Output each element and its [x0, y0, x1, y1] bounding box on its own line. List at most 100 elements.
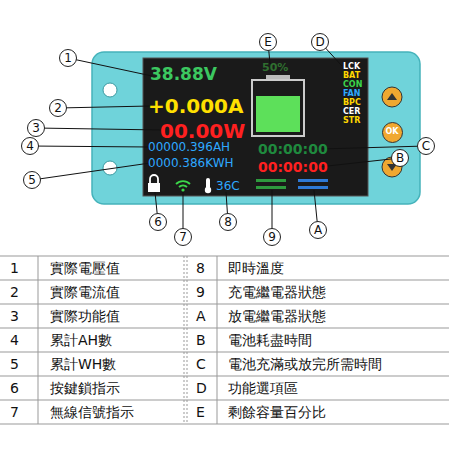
callout-text: 2 — [54, 102, 62, 114]
screen-reading: FAN — [343, 90, 360, 98]
table-rule — [187, 256, 188, 424]
callout-text: 9 — [268, 231, 276, 243]
table-cell: 3 — [10, 309, 19, 323]
screen-reading: +0.000A — [148, 96, 244, 116]
relay-status-mark — [298, 179, 328, 182]
table-cell: B — [196, 333, 206, 347]
callout-number: 5 — [23, 171, 41, 189]
screen-reading: 36C — [216, 180, 240, 192]
lock-icon — [148, 183, 160, 192]
table-rule — [0, 376, 449, 377]
table-rule — [0, 424, 449, 425]
table-cell: 9 — [196, 285, 205, 299]
screen-reading: BPC — [343, 99, 361, 107]
callout-number: 8 — [219, 213, 237, 231]
callout-text: A — [314, 224, 322, 236]
table-cell: 6 — [10, 381, 19, 395]
callout-number: 6 — [149, 213, 167, 231]
table-cell: 功能選項區 — [228, 381, 298, 395]
table-cell: D — [196, 381, 207, 395]
table-rule — [0, 328, 449, 329]
table-cell: E — [196, 405, 205, 419]
table-cell: 累計WH數 — [50, 357, 116, 371]
leader-line — [32, 163, 150, 180]
callout-text: B — [396, 152, 404, 164]
table-cell: 1 — [10, 261, 19, 275]
up-arrow — [387, 93, 397, 100]
screen-reading: STR — [343, 117, 360, 125]
screen-reading: 00.00W — [160, 121, 245, 141]
screen-reading: CER — [343, 108, 361, 116]
relay-status-mark — [256, 186, 286, 189]
leader-line — [30, 146, 150, 147]
callout-text: 5 — [28, 174, 36, 186]
screen-reading: 38.88V — [150, 66, 217, 83]
button-label: OK — [386, 128, 399, 136]
callout-text: C — [422, 140, 430, 152]
table-rule — [217, 256, 218, 424]
screen-reading: 50% — [262, 62, 288, 73]
leader-line — [36, 128, 162, 130]
table-cell: 即時溫度 — [228, 261, 284, 275]
table-cell: 實際功能值 — [50, 309, 120, 323]
screen-reading: BAT — [343, 72, 360, 80]
screen-reading: 00:00:00 — [258, 142, 328, 156]
battery-outline — [252, 80, 304, 136]
callout-number: 1 — [59, 49, 77, 67]
callout-number: 4 — [21, 137, 39, 155]
table-cell: 7 — [10, 405, 19, 419]
mounting-hole — [103, 83, 117, 97]
leader-line — [320, 146, 426, 149]
table-cell: 實際電流值 — [50, 285, 120, 299]
table-cell: 電池充滿或放完所需時間 — [228, 357, 382, 371]
leader-line — [68, 58, 152, 76]
leader-line — [318, 158, 400, 167]
table-cell: 實際電壓值 — [50, 261, 120, 275]
callout-text: D — [315, 36, 324, 48]
wifi-icon — [181, 188, 184, 191]
callout-number: B — [391, 149, 409, 167]
table-rule — [0, 352, 449, 353]
callout-text: 6 — [154, 216, 162, 228]
callout-number: 9 — [263, 228, 281, 246]
table-rule — [0, 400, 449, 401]
table-cell: 累計AH數 — [50, 333, 112, 347]
table-rule — [0, 304, 449, 305]
screen-reading: CON — [343, 81, 362, 89]
callout-number: A — [309, 221, 327, 239]
callout-text: 1 — [64, 52, 72, 64]
thermometer-icon — [205, 187, 211, 193]
table-cell: 按鍵鎖指示 — [50, 381, 120, 395]
table-cell: 無線信號指示 — [50, 405, 134, 419]
screen-reading: 00000.396AH — [148, 141, 230, 153]
callout-number: D — [311, 33, 329, 51]
table-cell: 5 — [10, 357, 19, 371]
table-cell: C — [196, 357, 206, 371]
relay-status-mark — [256, 179, 286, 182]
relay-status-mark — [298, 186, 328, 189]
leader-line — [58, 106, 150, 108]
callout-text: 3 — [32, 122, 40, 134]
lock-icon — [150, 175, 158, 183]
callout-text: E — [264, 36, 272, 48]
screen-reading: 0000.386KWH — [148, 157, 234, 169]
up-button — [382, 87, 402, 107]
table-cell: 電池耗盡時間 — [228, 333, 312, 347]
callout-text: 7 — [179, 231, 187, 243]
table-cell: 4 — [10, 333, 19, 347]
callout-text: 8 — [224, 216, 232, 228]
battery-level — [256, 96, 300, 132]
callout-number: 7 — [174, 228, 192, 246]
table-cell: 充電繼電器狀態 — [228, 285, 326, 299]
screen-reading: 00:00:00 — [258, 160, 328, 174]
callout-number: C — [417, 137, 435, 155]
screen-reading: LCK — [343, 63, 360, 71]
table-rule — [38, 256, 39, 424]
table-rule — [0, 280, 449, 281]
leader-lines — [30, 42, 426, 237]
lcd-screen — [143, 58, 368, 196]
table-cell: 剩餘容量百分比 — [228, 405, 326, 419]
table-cell: 放電繼電器狀態 — [228, 309, 326, 323]
callout-number: E — [259, 33, 277, 51]
